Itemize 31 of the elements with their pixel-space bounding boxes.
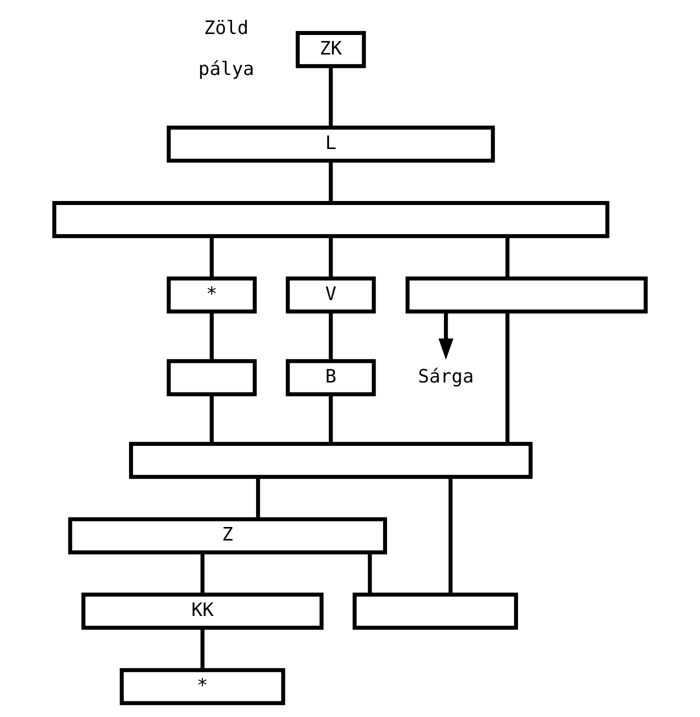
node-box: B: [286, 359, 376, 396]
node-box: [166, 359, 257, 396]
connector: [210, 394, 214, 444]
connector: [505, 236, 510, 278]
node-box: KK: [81, 592, 324, 630]
node-box: *: [166, 276, 257, 314]
node-box: V: [286, 276, 376, 314]
connector: [328, 66, 333, 128]
connector: [448, 477, 453, 594]
node-box: [129, 442, 533, 479]
node-box: *: [120, 668, 286, 706]
connector: [328, 394, 333, 444]
connector: [328, 236, 333, 278]
connector: [328, 160, 333, 203]
arrow: [438, 312, 454, 360]
label: Zöld pálya: [198, 18, 254, 80]
node-box: [352, 592, 518, 630]
connector: [210, 236, 214, 278]
connector: [328, 312, 333, 361]
connector: [200, 552, 204, 595]
node-text: Sárga: [418, 366, 474, 388]
node-box: L: [166, 126, 495, 163]
connector: [256, 477, 260, 520]
node-box: ZK: [296, 31, 366, 68]
node-box: [52, 201, 610, 238]
connector: [368, 552, 372, 595]
node-box: Z: [68, 517, 388, 554]
connector: [505, 312, 510, 444]
connector: [210, 312, 214, 361]
node-box: [406, 276, 648, 314]
connector: [200, 628, 204, 670]
